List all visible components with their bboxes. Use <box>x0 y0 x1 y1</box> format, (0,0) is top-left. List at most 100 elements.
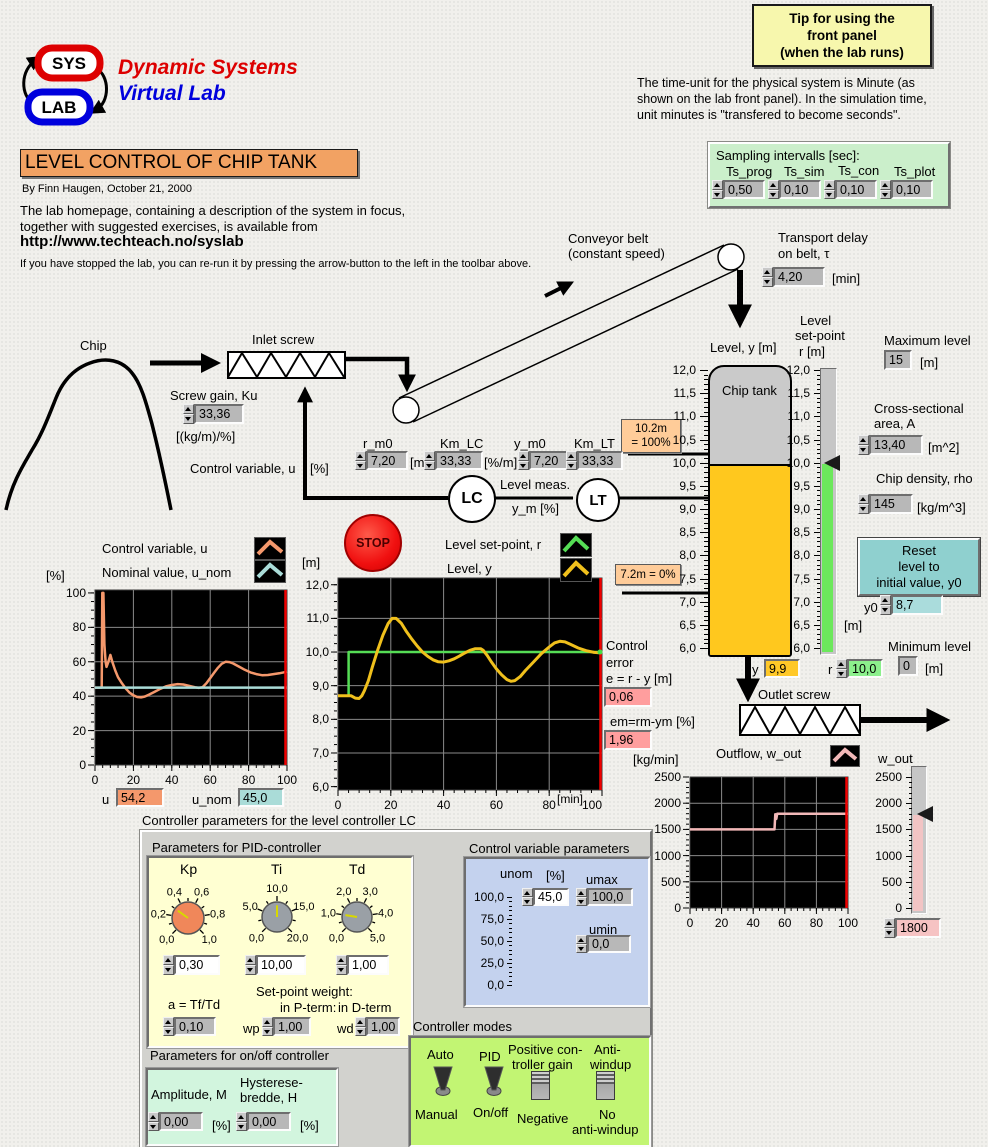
ts-prog-field-decrement-button[interactable] <box>712 189 723 199</box>
hysterese-field-increment-button[interactable] <box>236 1112 247 1122</box>
ti-field-decrement-button[interactable] <box>245 965 256 975</box>
ts-con-field[interactable]: 0,10 <box>835 180 877 199</box>
umin-field-decrement-button[interactable] <box>576 944 587 953</box>
ti-field-increment-button[interactable] <box>245 955 256 965</box>
tip-button[interactable]: Tip for using the front panel (when the … <box>752 4 932 67</box>
amplitude-field-decrement-button[interactable] <box>148 1121 159 1131</box>
tank-minor-tick <box>817 620 820 621</box>
ts-con-field-increment-button[interactable] <box>824 180 835 190</box>
td-field[interactable]: 1,00 <box>347 955 389 975</box>
gain-sign-switch[interactable] <box>531 1071 550 1100</box>
umax-field-increment-button[interactable] <box>576 888 587 897</box>
r-m0-field-increment-button[interactable] <box>355 451 366 461</box>
screw-gain-field-decrement-button[interactable] <box>183 414 194 424</box>
wp-field[interactable]: 1,00 <box>273 1017 311 1036</box>
stop-button[interactable]: STOP <box>344 514 402 572</box>
density-field-increment-button[interactable] <box>858 494 869 504</box>
r-m0-field-decrement-button[interactable] <box>355 460 366 470</box>
km-lc-field-increment-button[interactable] <box>424 451 435 461</box>
ts-plot-field-increment-button[interactable] <box>880 180 891 190</box>
pid-onoff-toggle[interactable] <box>482 1065 506 1097</box>
km-lt-field-increment-button[interactable] <box>566 451 577 461</box>
outflow_chart-xtick: 100 <box>837 916 859 930</box>
wd-field-increment-button[interactable] <box>355 1017 366 1027</box>
ts-sim-field-decrement-button[interactable] <box>768 189 779 199</box>
setpoint-slider-pointer[interactable] <box>824 455 840 471</box>
setpoint-r-field-decrement-button[interactable] <box>836 668 847 678</box>
ts-prog-field-increment-button[interactable] <box>712 180 723 190</box>
y-m0-field-group: 7,20 <box>518 451 569 470</box>
ts-prog-field[interactable]: 0,50 <box>723 180 765 199</box>
tank-minor-tick <box>704 518 708 519</box>
setpoint-slider-track[interactable] <box>820 368 837 655</box>
km-lc-field-decrement-button[interactable] <box>424 460 435 470</box>
wout-field-increment-button[interactable] <box>884 918 895 928</box>
unom-slider-field[interactable]: 45,0 <box>533 888 569 906</box>
wout-slider-pointer[interactable] <box>917 806 933 822</box>
td-knob[interactable] <box>342 902 372 932</box>
wout-field[interactable]: 1800 <box>895 918 941 938</box>
wd-field-decrement-button[interactable] <box>355 1026 366 1036</box>
ti-knob[interactable] <box>262 902 292 932</box>
screw-gain-field[interactable]: 33,36 <box>194 404 244 424</box>
a-field[interactable]: 0,10 <box>174 1017 216 1036</box>
unom-slider-field-increment-button[interactable] <box>522 888 533 897</box>
ts-plot-field-decrement-button[interactable] <box>880 189 891 199</box>
hysterese-field[interactable]: 0,00 <box>247 1112 291 1131</box>
y-m0-field[interactable]: 7,20 <box>529 451 569 470</box>
setpoint-r-field[interactable]: 10,0 <box>847 659 883 678</box>
density-field-decrement-button[interactable] <box>858 504 869 514</box>
km-lt-field-decrement-button[interactable] <box>566 460 577 470</box>
y0-field-decrement-button[interactable] <box>880 605 891 615</box>
wp-field-decrement-button[interactable] <box>262 1026 273 1036</box>
antiwindup-switch[interactable] <box>596 1071 615 1100</box>
y0-field[interactable]: 8,7 <box>891 595 943 615</box>
setpoint-r-field-increment-button[interactable] <box>836 659 847 669</box>
y-m0-field-decrement-button[interactable] <box>518 460 529 470</box>
a-field-decrement-button[interactable] <box>163 1026 174 1036</box>
umax-field-decrement-button[interactable] <box>576 897 587 906</box>
transport-delay-field[interactable]: 4,20 <box>773 267 825 287</box>
kp-field-increment-button[interactable] <box>163 955 174 965</box>
r-m0-field[interactable]: 7,20 <box>366 451 408 470</box>
wout-field-decrement-button[interactable] <box>884 928 895 938</box>
ts-con-field-decrement-button[interactable] <box>824 189 835 199</box>
amplitude-field-increment-button[interactable] <box>148 1112 159 1122</box>
hysterese-field-decrement-button[interactable] <box>236 1121 247 1131</box>
kp-field[interactable]: 0,30 <box>174 955 220 975</box>
td-field-decrement-button[interactable] <box>336 965 347 975</box>
km-lt-field[interactable]: 33,33 <box>577 451 623 470</box>
area-field-increment-button[interactable] <box>858 435 869 445</box>
umin-field-increment-button[interactable] <box>576 935 587 944</box>
wd-field[interactable]: 1,00 <box>366 1017 400 1036</box>
kp-knob[interactable] <box>172 902 204 934</box>
area-field-decrement-button[interactable] <box>858 445 869 455</box>
transport-delay-field-increment-button[interactable] <box>762 267 773 277</box>
ts-sim-field[interactable]: 0,10 <box>779 180 821 199</box>
reset-button[interactable]: Reset level to initial value, y0 <box>858 538 980 596</box>
kp-field-decrement-button[interactable] <box>163 965 174 975</box>
km-lc-field[interactable]: 33,33 <box>435 451 483 470</box>
screw-gain-field-increment-button[interactable] <box>183 404 194 414</box>
y-m0-field-increment-button[interactable] <box>518 451 529 461</box>
stop-button-label: STOP <box>356 536 390 550</box>
umax-field[interactable]: 100,0 <box>587 888 633 906</box>
unom-label: unom <box>500 866 533 881</box>
ti-field[interactable]: 10,00 <box>256 955 306 975</box>
ts-plot-field[interactable]: 0,10 <box>891 180 933 199</box>
area-field[interactable]: 13,40 <box>869 435 923 455</box>
ts-sim-field-increment-button[interactable] <box>768 180 779 190</box>
ts-sim-field-group: 0,10 <box>768 180 821 199</box>
umin-field[interactable]: 0,0 <box>587 935 631 953</box>
y0-field-increment-button[interactable] <box>880 595 891 605</box>
wout-slider-track[interactable] <box>911 766 927 914</box>
wp-field-increment-button[interactable] <box>262 1017 273 1027</box>
amplitude-field[interactable]: 0,00 <box>159 1112 203 1131</box>
unom-slider-field-decrement-button[interactable] <box>522 897 533 906</box>
density-field[interactable]: 145 <box>869 494 913 514</box>
td-field-increment-button[interactable] <box>336 955 347 965</box>
transport-delay-field-decrement-button[interactable] <box>762 277 773 287</box>
auto-manual-toggle[interactable] <box>431 1065 455 1097</box>
a-field-increment-button[interactable] <box>163 1017 174 1027</box>
